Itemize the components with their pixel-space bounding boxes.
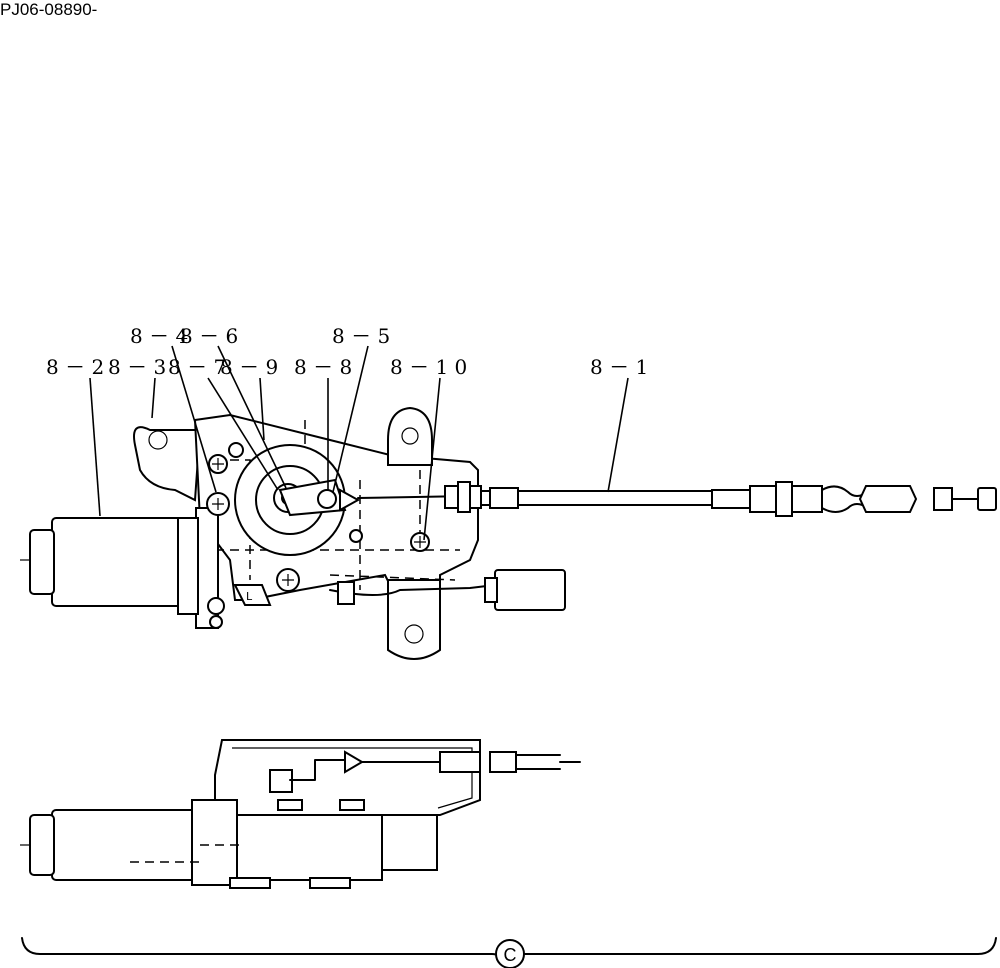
cable-end-fitting	[791, 485, 823, 513]
callout-8-9: 8 － 9	[220, 355, 278, 379]
callout-8-1: 8 － 1	[590, 355, 648, 379]
cable-end-stop	[977, 487, 997, 511]
leader-8-2	[89, 377, 101, 517]
side-lever	[289, 759, 346, 781]
connector-collar	[484, 577, 498, 603]
callout-8-5: 8 － 5	[332, 324, 390, 348]
cable-end-nut	[749, 485, 777, 513]
hidden-lines	[200, 420, 460, 590]
cable-end-clip	[339, 488, 361, 512]
view-label: C	[504, 945, 517, 965]
lower-bracket-hole	[404, 624, 424, 644]
cable-end-sleeve	[711, 489, 753, 509]
side-bolt-head	[277, 799, 303, 811]
leader-8-4	[171, 345, 217, 493]
bolt-mid	[349, 529, 363, 543]
callout-8-10: 8 － 1 0	[390, 355, 467, 379]
lower-bracket	[387, 579, 441, 660]
view-label-circle	[495, 939, 525, 968]
side-cable-clip	[344, 750, 364, 774]
bolt-lower-cross	[282, 574, 294, 586]
callout-labels: 8 － 4 8 － 6 8 － 5 8 － 2 8 － 3 8 － 7 8 － …	[46, 324, 648, 379]
callout-8-7: 8 － 7	[168, 355, 226, 379]
side-foot-2	[309, 877, 351, 889]
side-foot-1	[229, 877, 271, 889]
callout-8-4: 8 － 4	[130, 324, 188, 348]
leader-8-7	[207, 377, 279, 491]
side-gearbox-back	[381, 814, 438, 871]
bolt-8-4-cross	[212, 498, 224, 510]
upper-bracket-hole	[401, 427, 419, 445]
callout-8-3: 8 － 3	[108, 355, 166, 379]
leader-8-3	[151, 377, 156, 419]
motor-collar	[177, 517, 199, 615]
cable-adjuster	[858, 485, 918, 513]
side-cable-label	[489, 751, 517, 773]
side-bracket	[214, 739, 481, 816]
side-motor-body	[51, 809, 203, 881]
wire-clamp	[337, 581, 355, 605]
top-view-assembly: L	[20, 406, 997, 660]
cable-end-washer	[775, 481, 793, 517]
leader-8-1	[607, 377, 629, 493]
side-cable-nut	[439, 751, 481, 773]
side-cable-sheath	[515, 754, 581, 770]
callout-8-8: 8 － 8	[294, 355, 352, 379]
side-gearbox	[236, 814, 383, 881]
upper-bracket	[387, 406, 433, 466]
cable-lock-nut	[933, 487, 953, 511]
side-bolt-head-2	[339, 799, 365, 811]
bolt-upper-cross	[212, 458, 224, 470]
lever-letter: L	[246, 590, 253, 603]
lever-pin	[317, 489, 337, 509]
motor-end-cap	[29, 529, 55, 595]
leader-8-9	[259, 377, 265, 441]
callout-8-6: 8 － 6	[180, 324, 238, 348]
bolt-top	[228, 442, 244, 458]
leader-8-6	[217, 345, 287, 489]
lever-stop	[233, 584, 272, 606]
bolt-flange-1	[207, 597, 225, 615]
leader-lines	[89, 345, 629, 541]
side-motor-flange	[191, 799, 238, 886]
side-motor-cap	[29, 814, 55, 876]
side-nut	[269, 769, 293, 793]
cable-label-1	[489, 487, 519, 509]
left-bracket-hole	[148, 430, 168, 450]
side-hidden-lines	[130, 844, 240, 863]
document-id: PJ06-08890-	[0, 0, 98, 19]
callout-8-2: 8 － 2	[46, 355, 104, 379]
view-brace: C	[21, 937, 997, 968]
bolt-8-10-cross	[414, 536, 426, 548]
leader-8-10	[423, 377, 441, 541]
cable-bracket-nut	[457, 481, 471, 513]
bolt-flange-2	[209, 615, 223, 629]
leader-8-5	[332, 345, 369, 493]
side-view-assembly	[20, 739, 581, 889]
harness-connector	[494, 569, 566, 611]
